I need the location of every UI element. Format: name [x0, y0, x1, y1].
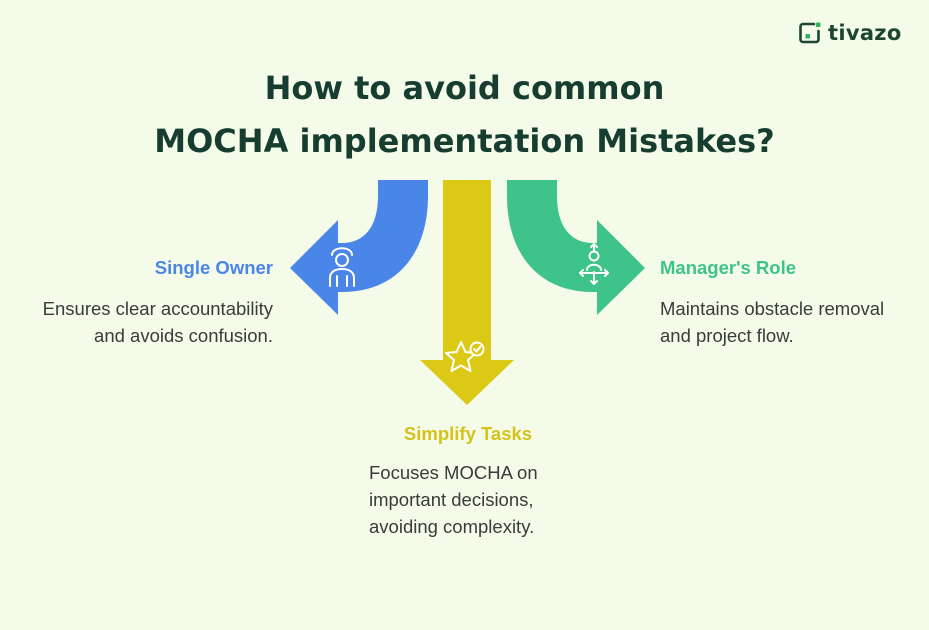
- title-line-1: How to avoid common: [264, 69, 665, 107]
- title-line-2: MOCHA implementation Mistakes?: [154, 122, 775, 160]
- tivazo-logo-icon: [799, 22, 821, 44]
- person-arrows-icon: [579, 243, 609, 285]
- managers-role-arrow: [507, 180, 645, 315]
- single-owner-arrow: [290, 180, 428, 315]
- managers-role-desc-line-1: Maintains obstacle removal: [660, 298, 885, 319]
- brand-name: tivazo: [828, 21, 902, 45]
- managers-role-desc-line-2: and project flow.: [660, 325, 794, 346]
- single-owner-description: Ensures clear accountability and avoids …: [43, 295, 273, 349]
- single-owner-desc-line-2: and avoids confusion.: [94, 325, 273, 346]
- brand-logo: tivazo: [798, 20, 902, 46]
- simplify-tasks-desc-line-2: important decisions,: [369, 489, 534, 510]
- simplify-tasks-description: Focuses MOCHA on important decisions, av…: [369, 459, 538, 540]
- simplify-tasks-desc-line-1: Focuses MOCHA on: [369, 462, 538, 483]
- managers-role-label: Manager's Role: [660, 257, 796, 278]
- single-owner-label: Single Owner: [154, 257, 273, 278]
- simplify-tasks-desc-line-3: avoiding complexity.: [369, 516, 535, 537]
- managers-role-description: Maintains obstacle removal and project f…: [660, 295, 884, 349]
- simplify-tasks-arrow: [420, 180, 514, 405]
- page-title: How to avoid common MOCHA implementation…: [0, 62, 929, 168]
- single-owner-desc-line-1: Ensures clear accountability: [42, 298, 273, 319]
- simplify-tasks-label: Simplify Tasks: [403, 423, 533, 444]
- star-check-icon: [445, 341, 485, 372]
- person-icon: [329, 247, 355, 287]
